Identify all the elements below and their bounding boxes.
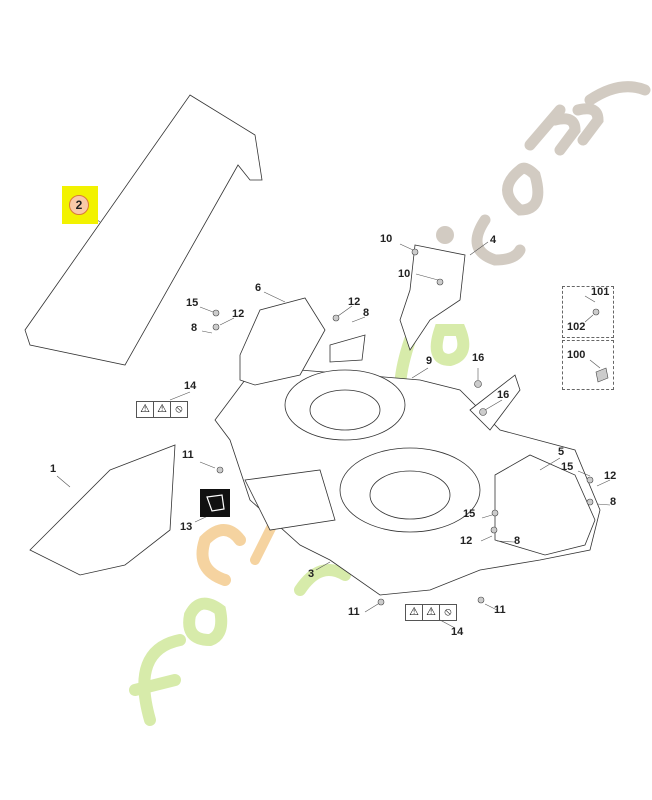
part-label-11[interactable]: 11 [494, 604, 506, 616]
part-label-101[interactable]: 101 [591, 286, 610, 298]
part-label-10[interactable]: 10 [398, 268, 411, 280]
part-label-8[interactable]: 8 [514, 535, 521, 547]
part-label-16[interactable]: 16 [472, 352, 485, 364]
warning-decal-14: ⚠ ⚠ ⦸ [405, 604, 457, 621]
belt-decal-13 [200, 489, 230, 517]
warning-triangle-icon: ⚠ [423, 605, 440, 620]
part-label-9[interactable]: 9 [426, 355, 433, 367]
part-label-12[interactable]: 12 [460, 535, 473, 547]
kit-box-100 [562, 340, 614, 390]
part-label-15[interactable]: 15 [463, 508, 476, 520]
part-label-15[interactable]: 15 [186, 297, 199, 309]
warning-triangle-icon: ⚠ [154, 402, 171, 417]
warning-triangle-icon: ⚠ [137, 402, 154, 417]
part-label-10[interactable]: 10 [380, 233, 393, 245]
part-label-1[interactable]: 1 [50, 463, 57, 475]
part-label-3[interactable]: 3 [308, 568, 315, 580]
part-callout-2[interactable]: 2 [69, 195, 89, 215]
part-label-14[interactable]: 14 [184, 380, 197, 392]
part-label-12[interactable]: 12 [348, 296, 361, 308]
warning-triangle-icon: ⚠ [406, 605, 423, 620]
part-label-8[interactable]: 8 [610, 496, 617, 508]
part-label-102[interactable]: 102 [567, 321, 586, 333]
warning-decal-14: ⚠ ⚠ ⦸ [136, 401, 188, 418]
part-label-8[interactable]: 8 [363, 307, 370, 319]
part-label-13[interactable]: 13 [180, 521, 193, 533]
part-label-16[interactable]: 16 [497, 389, 510, 401]
part-label-4[interactable]: 4 [490, 234, 497, 246]
kit-box-101-102 [562, 286, 614, 338]
part-label-11[interactable]: 11 [348, 606, 360, 618]
part-label-8[interactable]: 8 [191, 322, 198, 334]
part-label-100[interactable]: 100 [567, 349, 586, 361]
part-label-15[interactable]: 15 [561, 461, 574, 473]
part-label-11[interactable]: 11 [182, 449, 194, 461]
part-label-12[interactable]: 12 [232, 308, 245, 320]
part-label-6[interactable]: 6 [255, 282, 262, 294]
part-label-12[interactable]: 12 [604, 470, 617, 482]
no-hands-icon: ⦸ [175, 403, 183, 415]
no-hands-icon: ⦸ [444, 606, 452, 618]
part-label-14[interactable]: 14 [451, 626, 464, 638]
part-label-5[interactable]: 5 [558, 446, 565, 458]
